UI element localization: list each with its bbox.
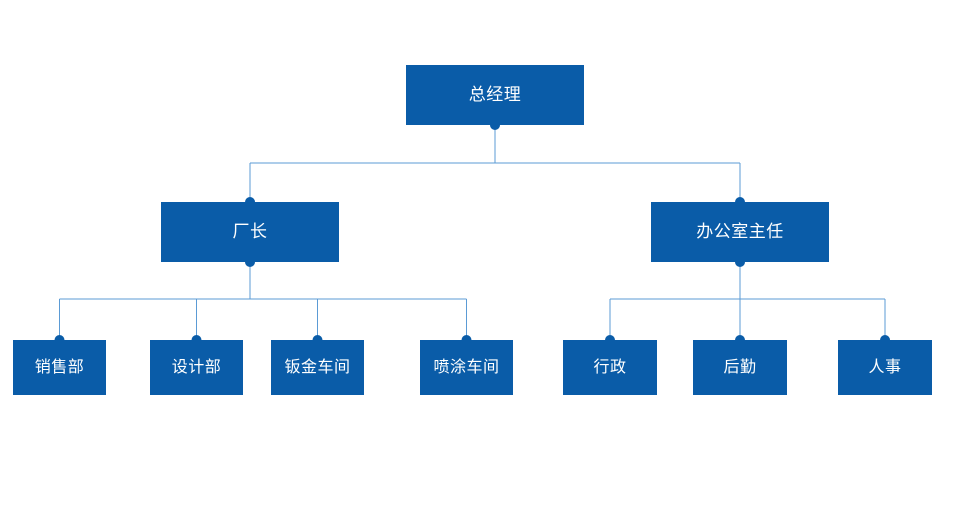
node-label-office-director: 办公室主任 [696,221,784,241]
node-label-sheet-metal-workshop: 钣金车间 [284,358,351,376]
node-label-human-resources: 人事 [868,358,902,376]
node-general-manager[interactable]: 总经理 [406,65,584,125]
node-label-administration: 行政 [593,358,627,376]
node-label-design-department: 设计部 [171,358,222,376]
node-label-factory-director: 厂长 [232,221,268,241]
node-painting-workshop[interactable]: 喷涂车间 [420,340,513,395]
node-human-resources[interactable]: 人事 [838,340,932,395]
node-label-painting-workshop: 喷涂车间 [433,358,500,376]
node-label-logistics: 后勤 [723,358,757,376]
node-sheet-metal-workshop[interactable]: 钣金车间 [271,340,364,395]
node-design-department[interactable]: 设计部 [150,340,243,395]
node-label-general-manager: 总经理 [468,84,522,104]
node-sales-department[interactable]: 销售部 [13,340,106,395]
node-office-director[interactable]: 办公室主任 [651,202,829,262]
node-logistics[interactable]: 后勤 [693,340,787,395]
node-administration[interactable]: 行政 [563,340,657,395]
node-label-sales-department: 销售部 [34,358,85,376]
node-factory-director[interactable]: 厂长 [161,202,339,262]
